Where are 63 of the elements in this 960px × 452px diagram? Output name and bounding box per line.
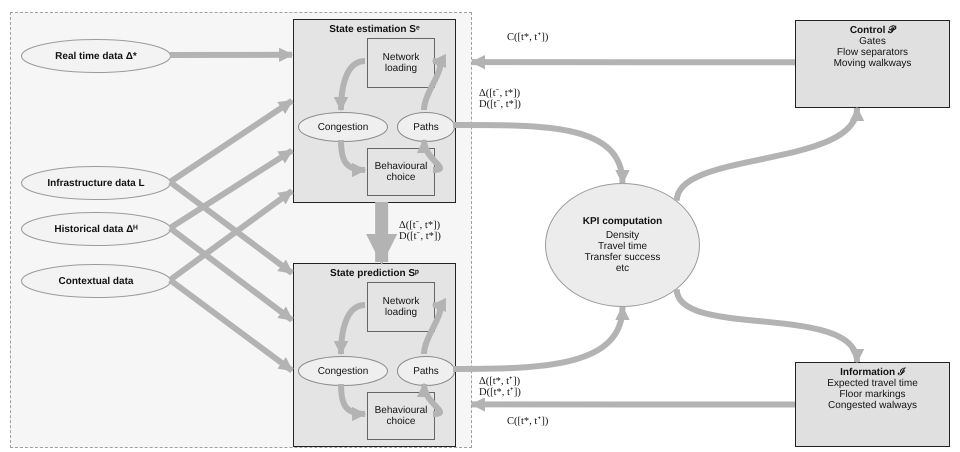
arrow [168,226,294,322]
arrow [366,202,398,266]
node-label: Network loading [382,296,420,318]
state-ellipse [298,356,388,386]
node-label: Congestion [318,366,368,376]
arrow [421,300,447,354]
list-item: Transfer success [584,252,660,263]
group-box [293,263,456,447]
list-item: Density [606,230,640,241]
arrow [421,56,447,110]
state-ellipse [298,112,388,142]
list-item: Gates [859,36,886,47]
state-ellipse [397,112,455,142]
process-box [367,282,435,332]
output-box [795,362,950,447]
process-box [367,38,435,88]
arrow [470,54,795,70]
node-label: Paths [413,122,439,132]
list-item: etc [616,263,630,274]
arrow [453,122,628,184]
list-item: Expected travel time [827,378,918,389]
arrow [170,48,294,62]
list-item: Flow separators [836,47,908,58]
data-ellipse [21,166,171,200]
data-ellipse [21,39,171,73]
group-frame [10,12,472,448]
arrow [168,188,294,282]
arrow [168,98,294,184]
node-title: State estimation Sᵉ [329,24,420,35]
node-label: Infrastructure data L [47,178,145,188]
node-title: Control 𝒫 [850,25,896,36]
arrow [674,106,861,202]
list-item: Congested walways [828,400,917,411]
data-ellipse [21,264,171,298]
node-title: State prediction Sᵖ [330,268,419,279]
node-title: KPI computation [582,216,662,227]
arrow [168,148,294,231]
data-ellipse [21,212,171,246]
process-box [367,148,435,196]
arrow [674,288,861,364]
node-label: Network loading [382,52,420,74]
arrow [168,180,294,276]
node-label: Historical data Δᴴ [54,224,138,234]
arrow [338,384,366,421]
node-label: Behavioural choice [374,161,428,183]
node-label: Contextual data [58,276,134,286]
list-item: Floor markings [839,389,906,400]
group-box [293,19,456,203]
process-box [367,392,435,440]
node-label: Paths [413,366,439,376]
node-title: Information ℐ [840,367,905,378]
arrow [168,278,294,373]
node-label: Behavioural choice [374,405,428,427]
arrow [338,140,366,177]
node-label: Congestion [318,122,368,132]
output-box [795,20,950,108]
node-label: Real time data Δ* [55,50,137,62]
kpi-ellipse [545,183,700,307]
list-item: Travel time [598,241,648,252]
arrow [453,306,628,372]
arrow [470,397,795,412]
state-ellipse [397,356,455,386]
list-item: Moving walkways [834,58,912,69]
